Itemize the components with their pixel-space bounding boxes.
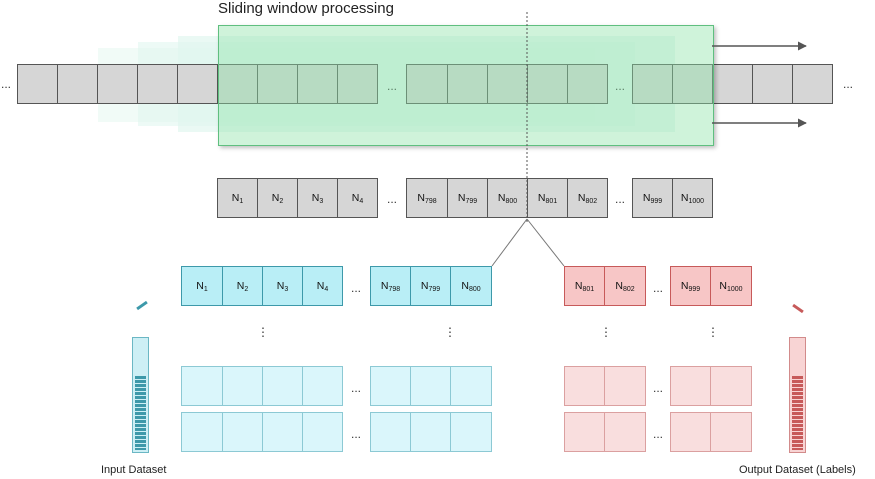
output-cell <box>604 366 646 406</box>
node-label: N801 <box>537 191 558 205</box>
ellipsis: ... <box>351 281 362 295</box>
node-label: N798 <box>380 279 401 293</box>
ellipsis: ... <box>615 79 626 93</box>
node-label: N1000 <box>680 191 705 205</box>
input-cell <box>450 366 492 406</box>
node-label: N4 <box>351 191 364 205</box>
node-label: N799 <box>457 191 478 205</box>
node-cell: N799 <box>447 178 488 218</box>
input-cell <box>262 412 303 452</box>
node-label: N800 <box>497 191 518 205</box>
split-line-left <box>491 218 528 267</box>
input-cell: N2 <box>222 266 263 306</box>
diagram-title: Sliding window processing <box>218 0 394 17</box>
input-cell: N3 <box>262 266 303 306</box>
node-label: N2 <box>271 191 284 205</box>
input-cell <box>302 366 343 406</box>
ellipsis-right: ... <box>843 77 854 91</box>
seq-cell <box>632 64 673 104</box>
input-cell <box>181 366 223 406</box>
output-cell <box>604 412 646 452</box>
node-cell: N1 <box>217 178 258 218</box>
node-label: N1 <box>231 191 244 205</box>
output-dataset-fill <box>792 376 803 450</box>
node-label: N1 <box>196 279 208 293</box>
ellipsis: ... <box>653 281 664 295</box>
node-cell: N2 <box>257 178 298 218</box>
output-cell: N802 <box>604 266 646 306</box>
output-cell: N1000 <box>710 266 752 306</box>
input-cell <box>181 412 223 452</box>
node-label: N799 <box>420 279 441 293</box>
input-dataset-label: Input Dataset <box>101 464 167 476</box>
seq-cell <box>337 64 378 104</box>
node-label: N802 <box>577 191 598 205</box>
output-cell <box>710 366 752 406</box>
ellipsis: ... <box>653 427 664 441</box>
seq-cell <box>527 64 568 104</box>
ellipsis: ... <box>351 381 362 395</box>
node-cell: N4 <box>337 178 378 218</box>
ellipsis-left: ... <box>1 77 12 91</box>
ellipsis: ... <box>615 192 626 206</box>
node-label: N999 <box>680 279 701 293</box>
output-dataset-label: Output Dataset (Labels) <box>739 464 856 476</box>
node-label: N801 <box>574 279 595 293</box>
output-cell <box>564 412 605 452</box>
node-label: N999 <box>642 191 663 205</box>
seq-cell <box>137 64 178 104</box>
seq-cell <box>792 64 833 104</box>
seq-cell <box>217 64 258 104</box>
input-cell: N800 <box>450 266 492 306</box>
input-dataset-icon <box>132 337 149 453</box>
output-dataset-icon <box>789 337 806 453</box>
input-cell: N798 <box>370 266 411 306</box>
input-cell: N4 <box>302 266 343 306</box>
node-label: N802 <box>615 279 635 293</box>
node-label: N3 <box>276 279 289 293</box>
ellipsis: ... <box>387 192 398 206</box>
input-cell <box>370 366 411 406</box>
input-cell <box>450 412 492 452</box>
node-label: N3 <box>311 191 324 205</box>
node-label: N4 <box>316 279 329 293</box>
seq-cell <box>487 64 528 104</box>
node-label: N1000 <box>719 279 743 293</box>
ellipsis: ... <box>387 79 398 93</box>
node-label: N2 <box>236 279 249 293</box>
input-cell <box>302 412 343 452</box>
split-line-right <box>526 218 565 267</box>
seq-cell <box>57 64 98 104</box>
output-cell: N801 <box>564 266 605 306</box>
ellipsis: ... <box>351 427 362 441</box>
input-cell <box>222 412 263 452</box>
input-dataset-fill <box>135 376 146 450</box>
node-cell: N802 <box>567 178 608 218</box>
ellipsis: ... <box>653 381 664 395</box>
node-label: N800 <box>461 279 481 293</box>
seq-cell <box>752 64 793 104</box>
input-cell: N1 <box>181 266 223 306</box>
seq-cell <box>712 64 753 104</box>
node-cell: N1000 <box>672 178 713 218</box>
input-cell: N799 <box>410 266 451 306</box>
output-cell <box>710 412 752 452</box>
node-label: N798 <box>417 191 437 205</box>
seq-cell <box>672 64 713 104</box>
seq-cell <box>567 64 608 104</box>
sliding-window <box>218 25 714 146</box>
